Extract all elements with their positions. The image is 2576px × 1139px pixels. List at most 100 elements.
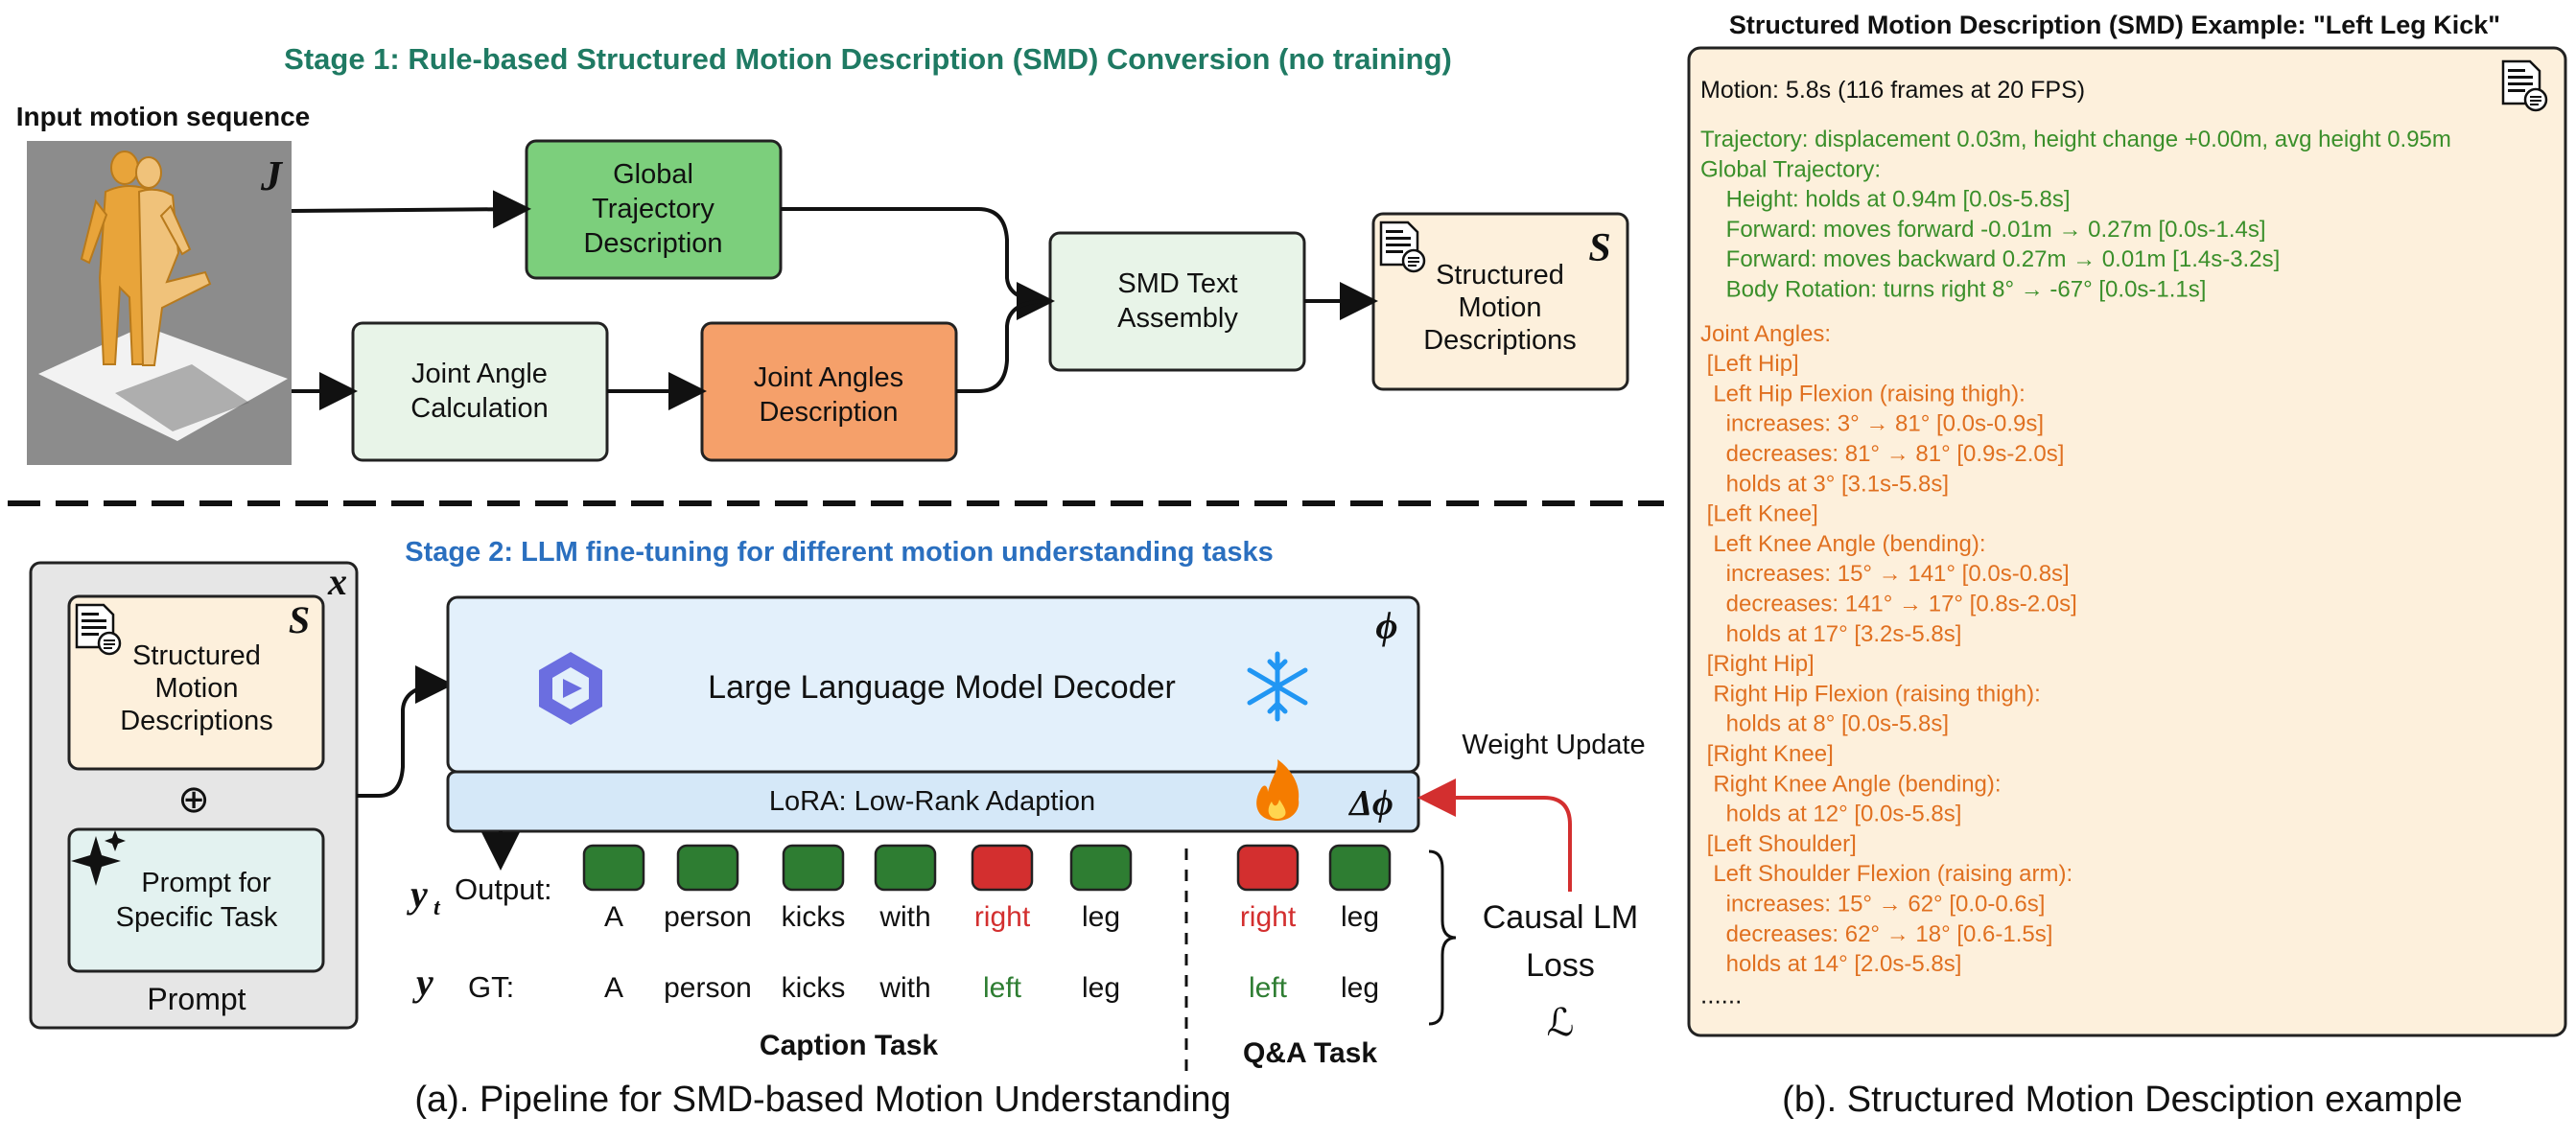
- smd-joint-line: decreases: 141° → 17° [0.8s-2.0s]: [1700, 592, 2077, 617]
- assembly-line2: Assembly: [1117, 303, 1238, 334]
- prompt-label: Prompt: [147, 982, 246, 1016]
- smd-traj-line: Body Rotation: turns right 8° → -67° [0.…: [1700, 277, 2206, 303]
- token-box: [1328, 844, 1392, 892]
- output-label: Output:: [455, 872, 552, 906]
- smd2-line3: Descriptions: [120, 706, 273, 736]
- llm-decoder-box: Large Language Model Decoder ϕ: [446, 595, 1420, 774]
- output-token: leg: [1341, 901, 1379, 933]
- weight-update-arrow: [1417, 779, 1572, 892]
- global-traj-line2: Trajectory: [592, 194, 714, 224]
- gt-token: kicks: [782, 972, 846, 1004]
- phi-symbol: ϕ: [1375, 604, 1397, 647]
- stage1-arrows: [291, 190, 1378, 410]
- caption-task-label: Caption Task: [760, 1030, 938, 1061]
- token-box: [782, 844, 845, 892]
- smd-traj-line: Trajectory: displacement 0.03m, height c…: [1700, 127, 2451, 152]
- smd-joint-line: holds at 14° [2.0s-5.8s]: [1700, 951, 1961, 977]
- global-trajectory-box: Global Trajectory Description: [525, 139, 783, 280]
- smd-joint-line: increases: 15° → 62° [0.0-0.6s]: [1700, 892, 2045, 918]
- input-label: Input motion sequence: [16, 102, 310, 131]
- gt-token: leg: [1341, 972, 1379, 1004]
- caption-b: (b). Structured Motion Desciption exampl…: [1782, 1080, 2463, 1120]
- prompt-to-llm-arrow: [357, 665, 454, 798]
- smd-joint-line: decreases: 62° → 18° [0.6-1.5s]: [1700, 921, 2052, 947]
- qa-task-label: Q&A Task: [1243, 1037, 1377, 1069]
- loss-brace: [1428, 849, 1457, 1026]
- smd-joint-line: [Right Hip]: [1700, 651, 1815, 677]
- output-token: person: [664, 901, 752, 933]
- token-box: [1236, 844, 1300, 892]
- prompt-box-line1: Prompt for: [141, 868, 271, 898]
- smd-traj-line: Forward: moves forward -0.01m → 0.27m [0…: [1700, 217, 2266, 243]
- smd-joint-line: Joint Angles:: [1700, 321, 1831, 347]
- loss-symbol: ℒ: [1547, 1002, 1575, 1044]
- smd-output-box: S Structured Motion Descriptions: [1371, 212, 1629, 391]
- smd-assembly-box: SMD Text Assembly: [1048, 231, 1306, 372]
- smd-joint-line: holds at 17° [3.2s-5.8s]: [1700, 621, 1961, 647]
- joint-calc-line2: Calculation: [410, 393, 548, 424]
- input-symbol: J: [260, 152, 284, 199]
- output-token: right: [1240, 901, 1297, 933]
- snowflake-icon: [1247, 651, 1308, 722]
- output-token: right: [974, 901, 1031, 933]
- llm-logo-icon: [539, 652, 602, 725]
- smd-joint-line: [Left Hip]: [1700, 351, 1799, 377]
- token-box: [582, 844, 645, 892]
- joint-angle-calc-box: Joint Angle Calculation: [351, 321, 609, 462]
- yt-subscript: t: [433, 895, 441, 920]
- y-symbol: y: [412, 961, 433, 1004]
- stage1-title: Stage 1: Rule-based Structured Motion De…: [284, 42, 1452, 76]
- fire-icon: [1256, 759, 1300, 821]
- joint-angles-desc-box: Joint Angles Description: [700, 321, 958, 462]
- smd-joint-line: [Left Knee]: [1700, 501, 1818, 527]
- gt-row-label: y GT:: [412, 961, 514, 1004]
- smd-lines: Trajectory: displacement 0.03m, height c…: [1700, 127, 2451, 1009]
- smd-joint-line: increases: 15° → 141° [0.0s-0.8s]: [1700, 561, 2070, 587]
- token-box: [874, 844, 937, 892]
- output-token: with: [878, 901, 930, 933]
- caption-a: (a). Pipeline for SMD-based Motion Under…: [414, 1080, 1230, 1120]
- smd-joint-line: Left Hip Flexion (raising thigh):: [1700, 381, 2026, 407]
- smd-traj-line: Height: holds at 0.94m [0.0s-5.8s]: [1700, 187, 2071, 213]
- token-box: [971, 844, 1034, 892]
- smd-symbol-s2: S: [289, 598, 310, 641]
- smd-joint-line: Right Hip Flexion (raising thigh):: [1700, 681, 2041, 707]
- gt-token: leg: [1082, 972, 1120, 1004]
- joint-desc-line2: Description: [759, 397, 898, 428]
- loss-line2: Loss: [1526, 947, 1595, 984]
- gt-token: left: [983, 972, 1022, 1004]
- x-symbol: x: [327, 560, 347, 603]
- smd-example-panel: [1687, 46, 2567, 1037]
- smd-joint-line: Left Knee Angle (bending):: [1700, 531, 1986, 557]
- smd-example-title: Structured Motion Description (SMD) Exam…: [1729, 11, 2500, 39]
- global-traj-line1: Global: [613, 159, 693, 190]
- lora-label: LoRA: Low-Rank Adaption: [769, 786, 1095, 817]
- smd-joint-line: holds at 8° [0.0s-5.8s]: [1700, 711, 1949, 737]
- smd-joint-line: holds at 3° [3.1s-5.8s]: [1700, 471, 1949, 497]
- loss-line1: Causal LM: [1483, 899, 1639, 936]
- smd-traj-line: Global Trajectory:: [1700, 156, 1881, 182]
- smd-joint-line: decreases: 81° → 81° [0.9s-2.0s]: [1700, 441, 2064, 467]
- delta-phi-symbol: Δϕ: [1347, 783, 1393, 824]
- plus-symbol: ⊕: [177, 779, 210, 821]
- assembly-line1: SMD Text: [1117, 268, 1237, 299]
- joint-calc-line1: Joint Angle: [411, 359, 548, 389]
- output-token: kicks: [782, 901, 846, 933]
- sparkle-icon: [71, 830, 126, 886]
- global-traj-line3: Description: [583, 228, 722, 259]
- gt-token: left: [1249, 972, 1288, 1004]
- gt-label: GT:: [468, 970, 514, 1004]
- token-box: [1069, 844, 1133, 892]
- smd-traj-line: Forward: moves backward 0.27m → 0.01m [1…: [1700, 246, 2280, 272]
- smd-out-line2: Motion: [1458, 292, 1541, 323]
- output-row-label: y t Output:: [407, 872, 552, 920]
- smd-out-line1: Structured: [1436, 260, 1564, 291]
- input-motion-image: J: [27, 141, 292, 465]
- smd-joint-line: holds at 12° [0.0s-5.8s]: [1700, 802, 1961, 827]
- smd-joint-line: [Left Shoulder]: [1700, 831, 1857, 857]
- token-layer: AApersonpersonkickskickswithwithrightlef…: [582, 844, 1392, 1004]
- llm-label: Large Language Model Decoder: [708, 669, 1176, 706]
- smd-joint-line: Right Knee Angle (bending):: [1700, 771, 2002, 797]
- gt-token: A: [604, 972, 623, 1004]
